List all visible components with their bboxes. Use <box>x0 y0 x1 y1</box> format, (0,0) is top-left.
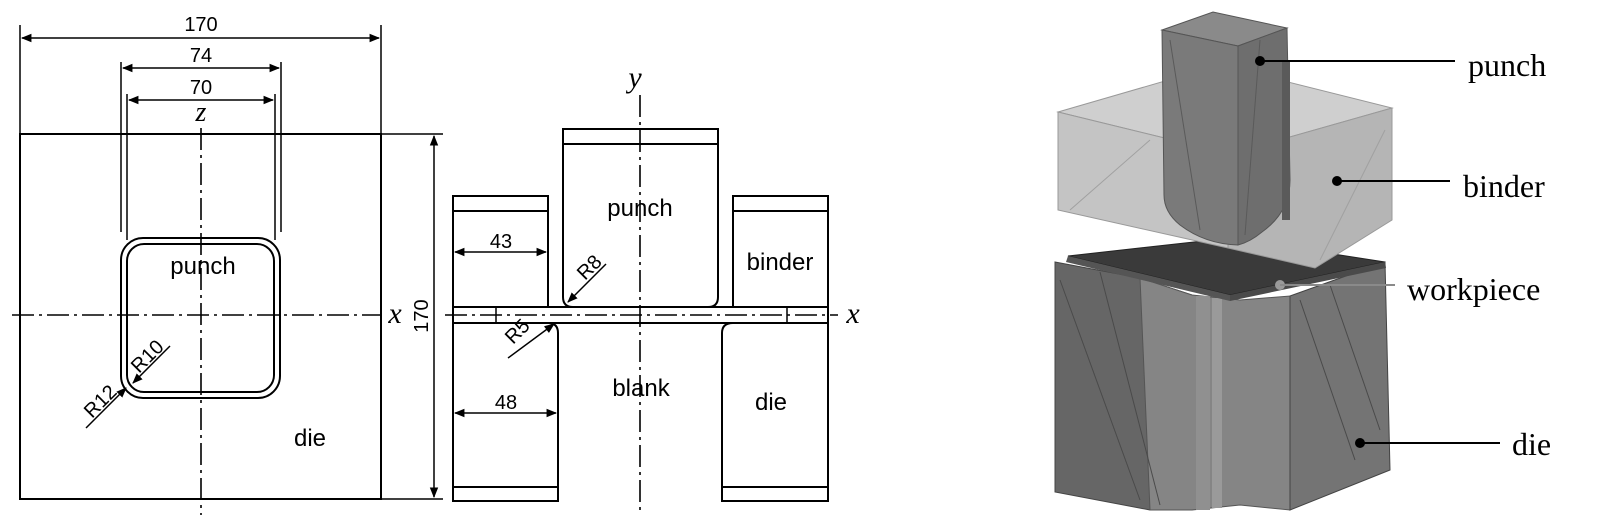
die-right-face <box>1289 261 1391 511</box>
section-view: y punch 43 binder x R8 48 R5 <box>445 61 860 510</box>
dim-170-top-text: 170 <box>184 14 217 36</box>
r5-leader <box>507 323 555 359</box>
dim-170-vertical-text: 170 <box>411 299 433 332</box>
section-blank-label: blank <box>612 375 670 402</box>
r10-leader <box>132 345 171 384</box>
r8-leader <box>567 263 607 303</box>
callout-die: die <box>1355 426 1551 462</box>
section-right-die <box>721 322 829 488</box>
callout-die-label: die <box>1512 426 1551 462</box>
model-punch <box>1160 11 1291 246</box>
callout-workpiece-label: workpiece <box>1407 271 1540 307</box>
dim-43-text: 43 <box>490 231 512 253</box>
axis-y-label: y <box>625 61 642 94</box>
callout-binder-label: binder <box>1463 168 1545 204</box>
dim-74-text: 74 <box>190 45 212 67</box>
callout-punch-label: punch <box>1468 47 1546 83</box>
r12-leader <box>85 387 127 429</box>
r5-text: R5 <box>501 315 535 349</box>
r10-text: R10 <box>127 336 169 378</box>
section-right-binder-cap <box>732 195 829 212</box>
dim-48-text: 48 <box>495 392 517 414</box>
model-3d: punch binder workpiece die <box>1054 11 1551 511</box>
top-view-die-label: die <box>294 425 326 452</box>
section-die-label: die <box>755 389 787 416</box>
axis-x-label-top-view: x <box>387 297 402 330</box>
callout-workpiece: workpiece <box>1275 271 1540 307</box>
callout-binder: binder <box>1332 168 1545 204</box>
section-right-die-base <box>721 486 829 502</box>
section-punch-label: punch <box>607 195 672 222</box>
model-die <box>1054 261 1391 511</box>
top-view-punch-label: punch <box>170 253 235 280</box>
section-binder-label: binder <box>747 249 814 276</box>
r12-text: R12 <box>80 381 122 423</box>
dim-70-text: 70 <box>190 77 212 99</box>
section-left-die-base <box>452 486 559 502</box>
punch-front-face <box>1161 29 1239 246</box>
top-view-punch-inner <box>126 243 275 393</box>
axis-z-label: z <box>195 97 207 128</box>
top-view: 170 74 70 z x punch die R10 R12 170 <box>12 14 443 515</box>
top-view-punch-outer <box>120 237 281 399</box>
r8-text: R8 <box>573 251 607 285</box>
section-left-binder <box>452 210 549 308</box>
axis-x-label-section: x <box>845 297 860 330</box>
section-left-binder-cap <box>452 195 549 212</box>
section-left-die <box>452 322 559 488</box>
callout-punch: punch <box>1255 47 1546 83</box>
section-punch-cap <box>562 128 719 145</box>
